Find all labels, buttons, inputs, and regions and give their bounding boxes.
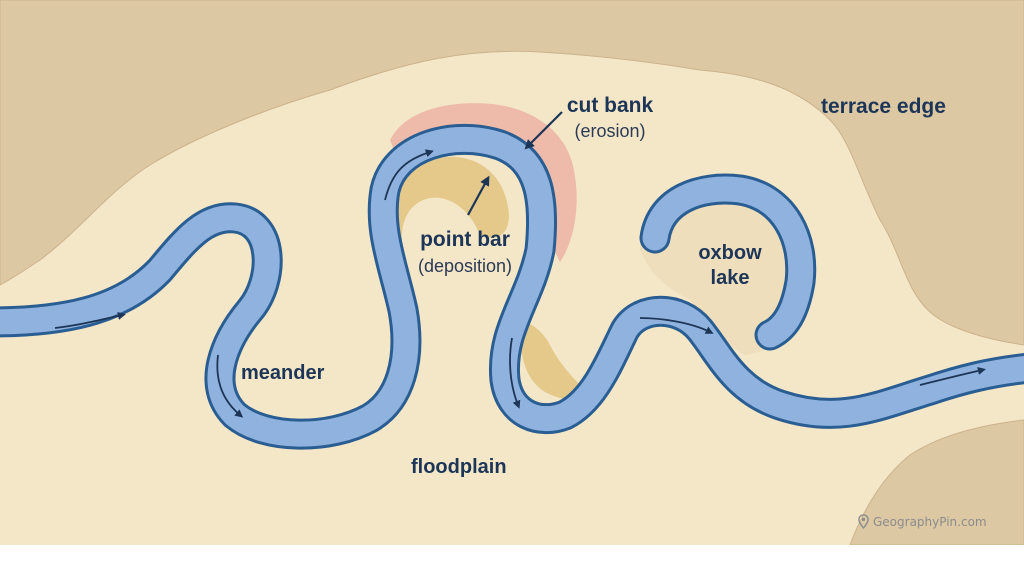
cut-bank-note: (erosion): [574, 121, 646, 141]
point-bar-label: point bar: [420, 228, 510, 251]
oxbow-floodplain-halo: [640, 187, 811, 355]
upper-terrace: [0, 0, 1024, 346]
meander-diagram: cut bank (erosion) terrace edge point ba…: [0, 0, 1024, 545]
cut-bank-leader-arrow: [524, 111, 563, 150]
bottom-blank-strip: [0, 545, 1024, 572]
meander-label: meander: [241, 362, 325, 384]
floodplain-label: floodplain: [411, 456, 507, 478]
flow-arrow-icon: [384, 149, 434, 201]
cut-bank-label: cut bank: [566, 94, 654, 117]
flow-arrow-icon: [216, 354, 244, 418]
oxbow-lake-label-line1: oxbow: [698, 242, 762, 264]
diagram-canvas: [0, 0, 1024, 545]
flow-arrow-icon: [919, 366, 986, 386]
flow-arrow-icon: [639, 317, 714, 334]
terrace-edge-label: terrace edge: [821, 95, 946, 118]
lower-point-bar-zone: [520, 322, 590, 400]
map-pin-icon: [858, 514, 869, 529]
oxbow-lake-water: [642, 176, 814, 348]
flow-arrow-icon: [509, 337, 521, 409]
point-bar-leader-arrow: [467, 175, 490, 216]
watermark: GeographyPin.com: [858, 514, 987, 529]
watermark-text: GeographyPin.com: [873, 514, 987, 529]
point-bar-zone: [384, 156, 509, 245]
river-water: [0, 126, 1024, 447]
point-bar-note: (deposition): [417, 256, 513, 276]
lower-terrace: [849, 419, 1024, 545]
flow-arrow-icon: [54, 311, 126, 329]
oxbow-lake-label-line2: lake: [710, 267, 750, 289]
